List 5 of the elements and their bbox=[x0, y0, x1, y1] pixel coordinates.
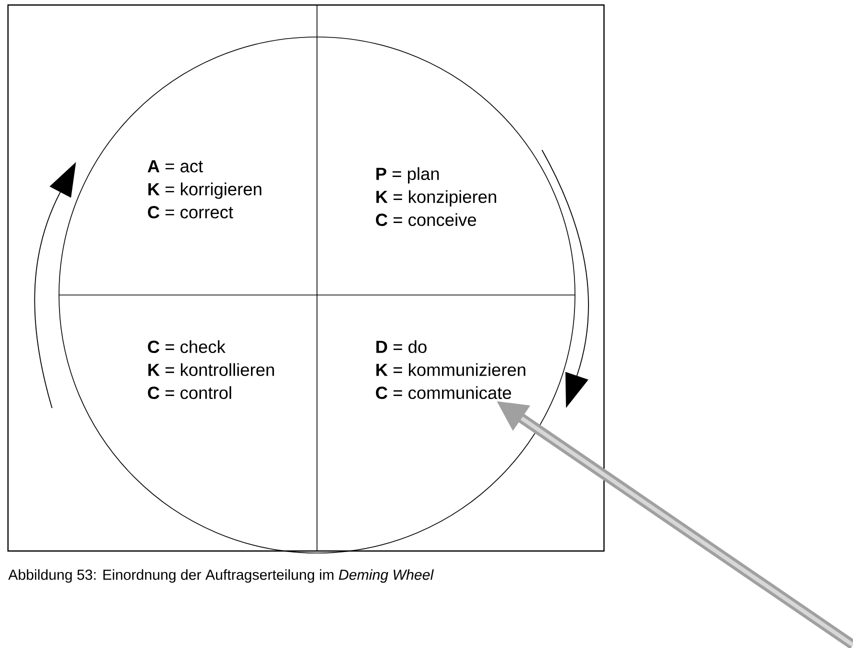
quadrant-text: D = do K = kommunizieren C = communicate bbox=[376, 340, 526, 400]
caption: Abbildung 53: Einordnung der Auftragserteilung im Deming Wheel bbox=[8, 569, 434, 583]
quadrant-text: P = plan K = konzipieren C = conceive bbox=[376, 167, 496, 226]
quadrant-text: C = check K = kontrollieren C = control bbox=[148, 340, 274, 400]
quadrant-text: A = act K = korrigieren C = correct bbox=[148, 160, 262, 218]
